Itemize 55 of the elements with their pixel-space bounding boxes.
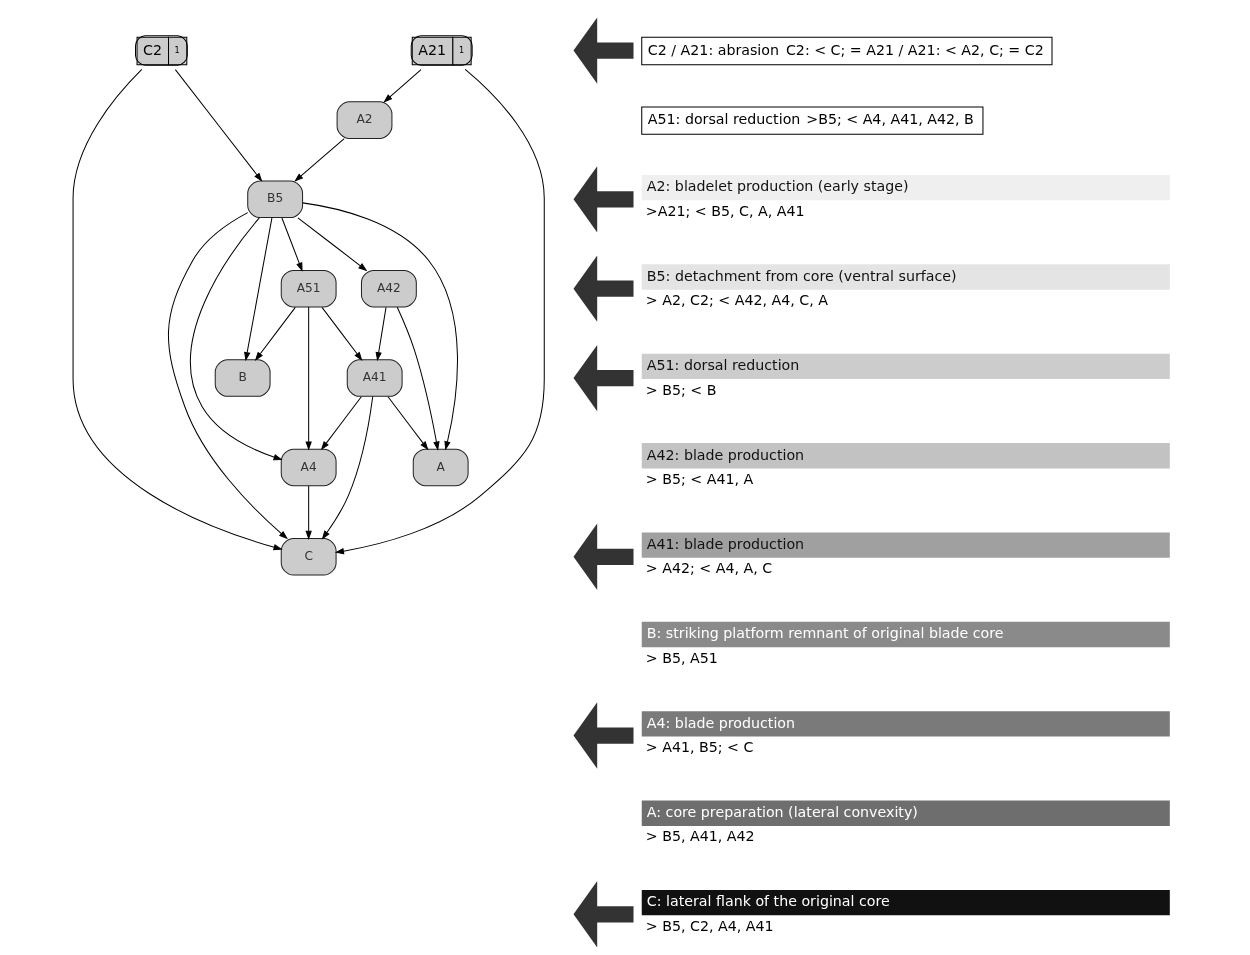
arrow — [189, 217, 283, 461]
arrow — [321, 396, 373, 540]
arrow — [293, 138, 345, 182]
node-label: > A2, C2; < A42, A4, C, A — [645, 292, 828, 309]
node-box: A4 — [280, 448, 337, 487]
arrow — [174, 69, 262, 182]
node-box: A51 — [280, 269, 337, 308]
arrow — [573, 523, 633, 590]
arrow — [296, 217, 367, 272]
node-box: B5: detachment from core (ventral surface) — [641, 264, 1170, 290]
node-box: C — [280, 538, 337, 576]
arrow — [304, 306, 312, 451]
arrow — [573, 344, 633, 412]
arrow — [573, 166, 633, 233]
arrow — [334, 68, 545, 555]
arrow — [72, 68, 283, 551]
node-label: > B5; < A41, A — [645, 470, 753, 487]
node-box: A: core preparation (lateral convexity) — [641, 800, 1170, 826]
arrow — [280, 217, 303, 272]
node-box: A42 — [360, 269, 417, 308]
arrow — [573, 17, 633, 84]
node-box: A51: dorsal reduction — [641, 353, 1170, 380]
arrow — [573, 255, 633, 322]
node-label: > B5; < B — [645, 381, 716, 398]
arrow — [573, 702, 633, 769]
arrow — [304, 485, 312, 540]
node-label: > A42; < A4, A, C — [645, 560, 772, 577]
node-box: C: lateral flank of the original core — [641, 889, 1170, 916]
node-box: A41: blade production — [641, 532, 1170, 558]
arrow — [375, 306, 386, 362]
node-box: A42: blade production — [641, 443, 1170, 469]
arrow — [243, 217, 272, 362]
node-box: B: striking platform remnant of original blade core — [641, 621, 1170, 648]
node-label: > A41, B5; < C — [645, 738, 753, 755]
node-label: >A21; < B5, C, A, A41 — [645, 202, 805, 219]
node-label: > B5, C2, A4, A41 — [645, 917, 774, 934]
node-box: A51: dorsal reduction >B5; < A4, A41, A42, B — [640, 106, 983, 135]
node-box: B5 — [246, 180, 303, 219]
node-box: B — [214, 359, 271, 397]
node-label: > B5, A41, A42 — [645, 828, 755, 845]
arrow — [301, 202, 458, 451]
node-box: C2 / A21: abrasion C2: < C; = A21 / A21: < A2, C; = C2 — [640, 36, 1052, 66]
node-box: A — [412, 448, 469, 487]
arrow — [167, 212, 288, 540]
arrow — [387, 396, 428, 451]
arrow — [382, 69, 421, 103]
node-box: A4: blade production — [641, 711, 1170, 737]
arrow — [321, 306, 362, 361]
arrow — [254, 306, 296, 361]
node-label: > B5, A51 — [645, 649, 718, 666]
node-box: A41 — [346, 359, 403, 397]
node-box: A2 — [336, 101, 392, 139]
arrow — [320, 396, 362, 451]
arrow — [396, 306, 440, 451]
arrow — [573, 881, 633, 947]
